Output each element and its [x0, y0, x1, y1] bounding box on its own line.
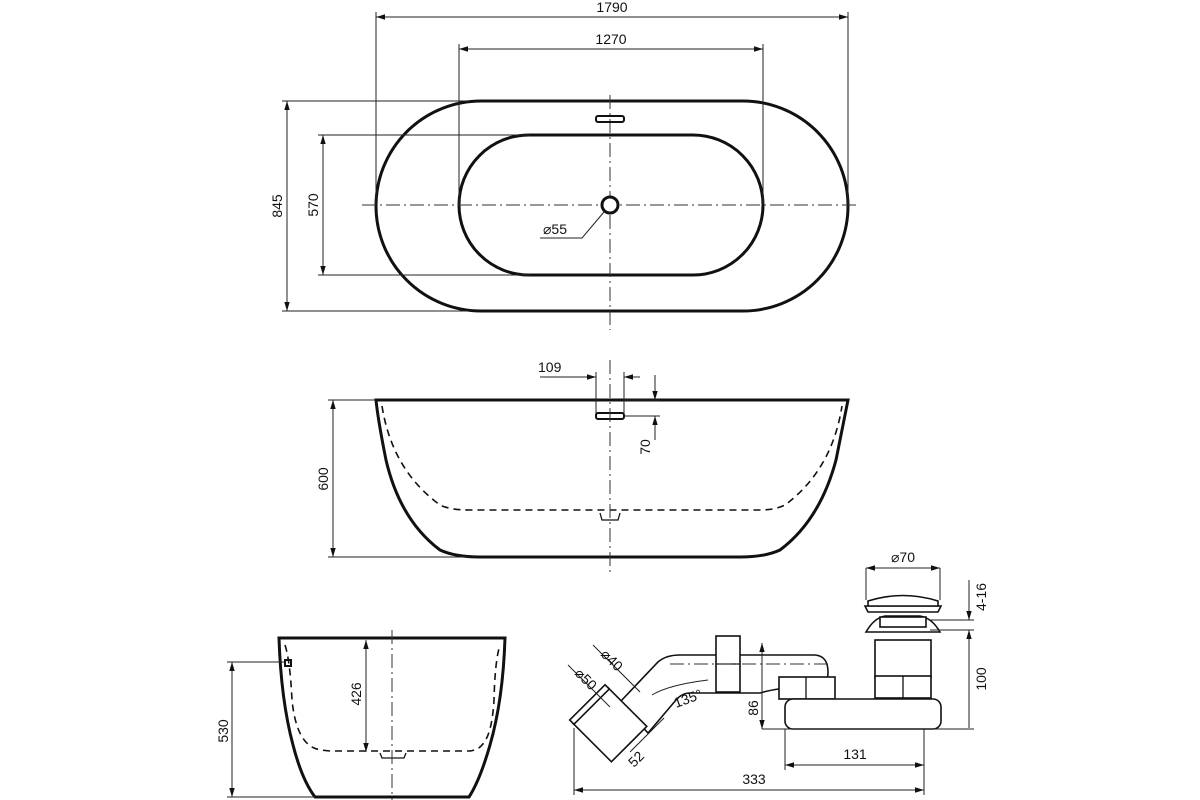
dim-426: 426 — [348, 682, 364, 706]
dim-1790: 1790 — [596, 0, 627, 15]
dim-600: 600 — [315, 467, 331, 491]
dim-70: 70 — [637, 439, 653, 455]
trap-nut — [778, 676, 836, 700]
tub-end-outline — [277, 636, 507, 799]
dim-109: 109 — [538, 359, 562, 375]
dim-4-16: 4-16 — [973, 583, 989, 611]
dim-pipe-40: ⌀40 — [598, 646, 626, 674]
dim-86: 86 — [745, 700, 761, 716]
dim-connector-50: ⌀50 — [572, 665, 600, 693]
overflow-slot — [595, 115, 625, 123]
trap-body — [784, 698, 942, 730]
top-view: 1790 1270 845 570 ⌀55 — [269, 0, 860, 330]
tub-side-outline — [374, 398, 850, 559]
dim-52: 52 — [625, 748, 647, 770]
dim-100: 100 — [973, 667, 989, 691]
waste-body — [874, 639, 932, 679]
tub-outer-outline — [374, 99, 850, 313]
dim-131: 131 — [843, 746, 867, 762]
drain-cap — [867, 594, 939, 607]
dim-1270: 1270 — [595, 31, 626, 47]
dim-570: 570 — [305, 193, 321, 217]
end-view: 530 426 — [215, 630, 507, 800]
dim-845: 845 — [269, 194, 285, 218]
drain-assembly: ⌀70 4-16 100 86 131 333 ⌀40 ⌀50 135° 52 — [567, 549, 989, 795]
drain-hole-icon — [600, 195, 620, 215]
dim-530: 530 — [215, 719, 231, 743]
dim-cap-70: ⌀70 — [891, 549, 915, 565]
dim-drain-55: ⌀55 — [543, 221, 567, 237]
side-view: 600 109 70 — [315, 359, 850, 572]
dim-333: 333 — [742, 771, 766, 787]
